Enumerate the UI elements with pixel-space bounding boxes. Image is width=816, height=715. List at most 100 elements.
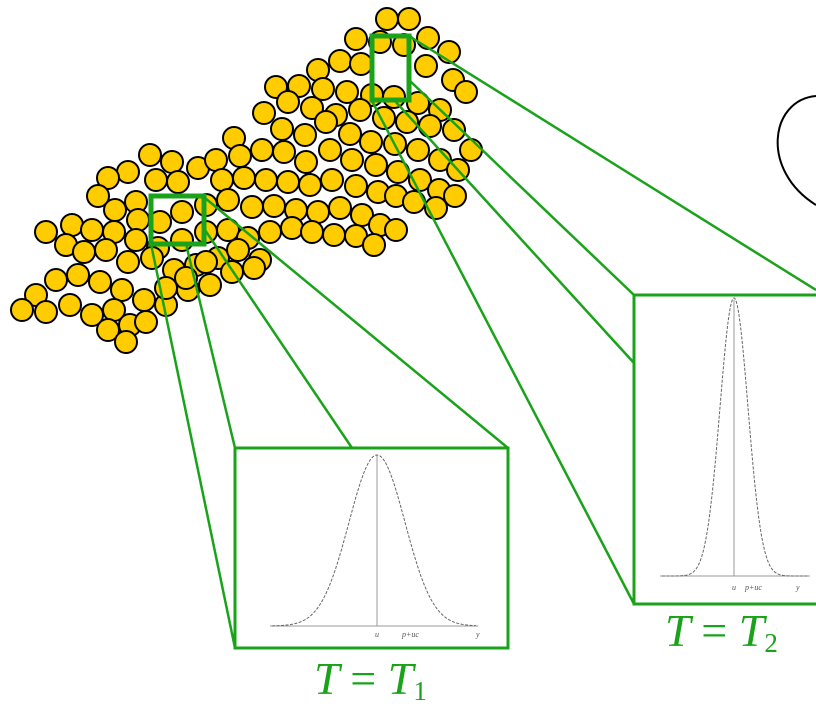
particle <box>216 218 240 242</box>
particle <box>72 240 96 264</box>
particle <box>138 143 162 167</box>
zoom-source-box-t2 <box>369 33 412 103</box>
particle <box>166 170 190 194</box>
particle <box>204 148 228 172</box>
caption-t2: T = T2 <box>665 608 778 657</box>
axis-label-mark-t1: p+uc <box>401 630 419 639</box>
particle <box>126 208 150 232</box>
particle <box>306 200 330 224</box>
particle <box>258 220 282 244</box>
particle <box>94 238 118 262</box>
particle <box>86 184 110 208</box>
particle <box>144 168 168 192</box>
caption-t2-sub: 2 <box>764 628 778 658</box>
particle <box>395 110 419 134</box>
particle <box>406 138 430 162</box>
particle <box>80 303 104 327</box>
caption-t1-sub: 1 <box>413 676 427 706</box>
particle <box>242 256 266 280</box>
particle <box>262 194 286 218</box>
particle <box>298 173 322 197</box>
particle <box>328 49 352 73</box>
particle <box>300 220 324 244</box>
particle <box>362 233 386 257</box>
particle <box>311 77 335 101</box>
particle <box>280 216 304 240</box>
particle <box>340 148 364 172</box>
particle <box>80 218 104 242</box>
particle <box>170 228 194 252</box>
particle <box>414 54 438 78</box>
distribution-panel-t1: u p+uc y <box>233 446 510 650</box>
caption-t2-subvar: T <box>738 605 765 656</box>
particle <box>322 223 346 247</box>
particle <box>335 80 359 104</box>
particle <box>375 7 399 31</box>
particle <box>210 168 234 192</box>
particle <box>348 98 372 122</box>
particle <box>328 196 352 220</box>
gaussian-curve-t2 <box>662 297 808 577</box>
particle <box>44 268 68 292</box>
caption-t2-eq: = <box>701 605 728 656</box>
particle <box>359 130 383 154</box>
particle <box>318 138 342 162</box>
particle <box>34 220 58 244</box>
particle <box>88 270 112 294</box>
particle <box>276 90 300 114</box>
particle <box>116 250 140 274</box>
distribution-panel-t2: u p+uc y <box>632 293 816 606</box>
particle <box>272 140 296 164</box>
particle <box>132 288 156 312</box>
particle <box>344 174 368 198</box>
particle <box>110 278 134 302</box>
particle <box>216 188 240 212</box>
particle <box>34 300 58 324</box>
axis-label-center-t2: u <box>732 583 736 592</box>
particle <box>397 7 421 31</box>
particle <box>384 218 408 242</box>
particle <box>194 250 218 274</box>
caption-t1-var: T <box>314 653 339 704</box>
particle <box>58 293 82 317</box>
zoom-lines-t2 <box>370 34 816 605</box>
particle <box>170 200 194 224</box>
particle <box>226 238 250 262</box>
particle <box>250 138 274 162</box>
particle <box>293 123 317 147</box>
particle <box>314 110 338 134</box>
particle <box>382 85 406 109</box>
particle <box>416 26 440 50</box>
particle <box>442 118 466 142</box>
axis-label-mark-t2: p+uc <box>744 583 762 592</box>
caption-t1-eq: = <box>350 653 377 704</box>
particle <box>228 144 252 168</box>
particle <box>134 310 158 334</box>
particle <box>160 150 184 174</box>
particle <box>96 166 120 190</box>
particle <box>270 117 294 141</box>
particle <box>294 150 318 174</box>
particle <box>320 168 344 192</box>
particle <box>114 330 138 354</box>
axis-label-center-t1: u <box>375 630 379 639</box>
axis-label-end-t1: y <box>475 630 480 639</box>
particle <box>232 166 256 190</box>
zoom-source-box-t1 <box>148 193 207 247</box>
particle <box>443 184 467 208</box>
particle <box>254 168 278 192</box>
caption-t2-var: T <box>665 605 690 656</box>
particle <box>60 213 84 237</box>
particle <box>459 138 483 162</box>
particle <box>406 91 430 115</box>
partial-circle-outline <box>776 95 816 206</box>
particle <box>252 101 276 125</box>
particle <box>198 273 222 297</box>
particle <box>344 27 368 51</box>
particle <box>174 266 198 290</box>
particle <box>103 198 127 222</box>
particle <box>240 195 264 219</box>
particle <box>96 318 120 342</box>
caption-t1: T = T1 <box>314 656 427 705</box>
